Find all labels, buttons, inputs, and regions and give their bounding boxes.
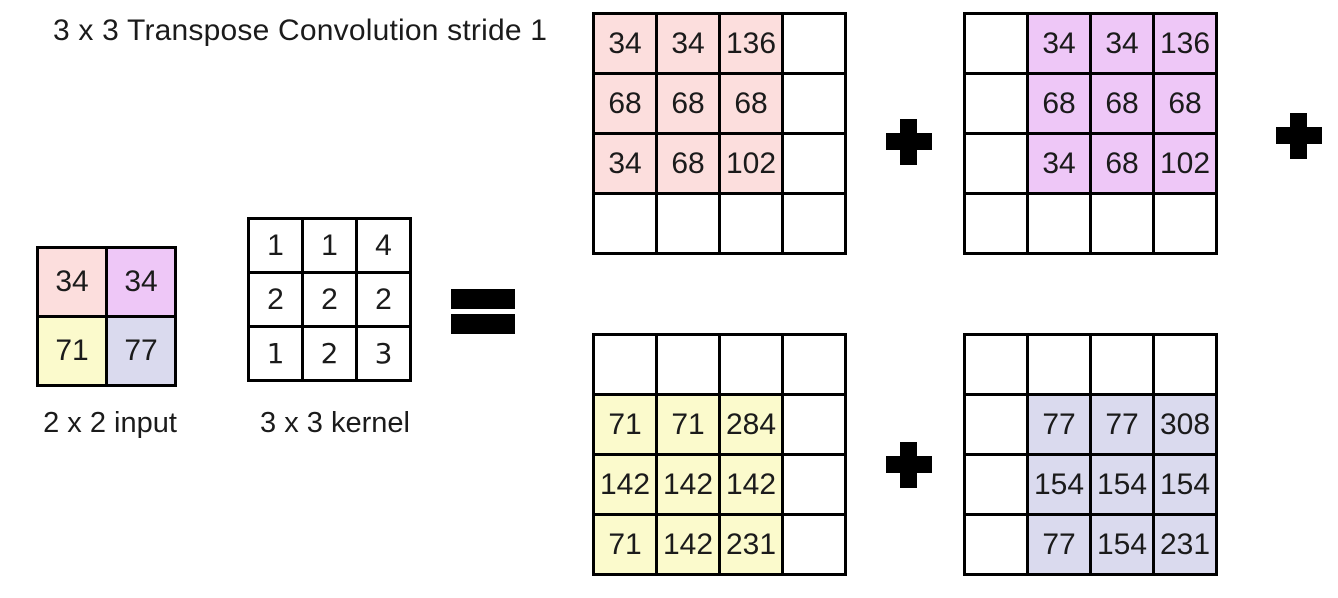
grid-cell: 68 — [1092, 135, 1155, 195]
grid-cell: 34 — [1029, 15, 1092, 75]
plus-icon — [886, 119, 932, 165]
grid-cell: 34 — [39, 249, 108, 318]
grid-cell — [658, 336, 721, 396]
grid-cell: 71 — [595, 396, 658, 456]
plus-icon — [886, 442, 932, 488]
grid-cell: 154 — [1092, 456, 1155, 516]
grid-cell: 68 — [1092, 75, 1155, 135]
equals-bar-top — [451, 289, 515, 309]
grid-cell — [721, 195, 784, 255]
grid-cell: 102 — [1155, 135, 1218, 195]
grid-cell — [966, 336, 1029, 396]
grid-cell: 154 — [1155, 456, 1218, 516]
grid-cell: 142 — [721, 456, 784, 516]
grid-cell: 3 — [358, 328, 412, 382]
grid-cell — [784, 195, 847, 255]
grid-cell — [1092, 195, 1155, 255]
grid-cell: 71 — [658, 396, 721, 456]
grid-cell: 142 — [658, 456, 721, 516]
grid-cell — [966, 15, 1029, 75]
grid-cell — [784, 396, 847, 456]
grid-cell: 308 — [1155, 396, 1218, 456]
grid-cell: 136 — [1155, 15, 1218, 75]
grid-cell — [595, 336, 658, 396]
grid-cell: 68 — [658, 135, 721, 195]
grid-cell: 71 — [39, 318, 108, 387]
grid-cell — [966, 396, 1029, 456]
grid-cell: 142 — [658, 516, 721, 576]
grid-cell: 2 — [358, 274, 412, 328]
grid-cell: 77 — [1029, 516, 1092, 576]
plus-icon — [1276, 113, 1322, 159]
grid-cell: 68 — [1155, 75, 1218, 135]
grid-cell: 1 — [250, 220, 304, 274]
grid-cell: 68 — [658, 75, 721, 135]
grid-cell: 1 — [304, 220, 358, 274]
grid-cell — [595, 195, 658, 255]
grid-cell — [966, 75, 1029, 135]
grid-cell — [966, 135, 1029, 195]
grid-cell: 154 — [1029, 456, 1092, 516]
grid-cell — [721, 336, 784, 396]
grid-cell: 284 — [721, 396, 784, 456]
grid-cell: 231 — [1155, 516, 1218, 576]
grid-cell: 34 — [108, 249, 177, 318]
grid-cell: 4 — [358, 220, 412, 274]
grid-cell: 77 — [108, 318, 177, 387]
grid-cell — [966, 195, 1029, 255]
grid-cell — [1155, 336, 1218, 396]
grid-cell: 71 — [595, 516, 658, 576]
grid-cell: 2 — [304, 274, 358, 328]
grid-cell: 2 — [304, 328, 358, 382]
grid-cell — [784, 75, 847, 135]
grid-cell — [784, 516, 847, 576]
equals-icon — [451, 289, 515, 334]
grid-cell: 68 — [1029, 75, 1092, 135]
grid-cell: 34 — [595, 135, 658, 195]
grid-cell: 102 — [721, 135, 784, 195]
grid-cell: 34 — [658, 15, 721, 75]
grid-cell — [1029, 195, 1092, 255]
grid-cell — [784, 15, 847, 75]
grid-cell — [1155, 195, 1218, 255]
grid-cell: 68 — [721, 75, 784, 135]
grid-cell: 136 — [721, 15, 784, 75]
grid-cell: 231 — [721, 516, 784, 576]
grid-cell — [658, 195, 721, 255]
grid-cell: 77 — [1092, 396, 1155, 456]
grid-cell: 154 — [1092, 516, 1155, 576]
equals-bar-bottom — [451, 314, 515, 334]
grid-cell: 77 — [1029, 396, 1092, 456]
grid-cell: 142 — [595, 456, 658, 516]
grid-cell: 68 — [595, 75, 658, 135]
grid-cell: 2 — [250, 274, 304, 328]
grid-cell — [784, 336, 847, 396]
kernel-label: 3 x 3 kernel — [260, 407, 410, 439]
grid-cell — [784, 135, 847, 195]
grid-cell — [1029, 336, 1092, 396]
input-label: 2 x 2 input — [43, 407, 177, 439]
grid-cell: 34 — [1092, 15, 1155, 75]
grid-cell: 34 — [1029, 135, 1092, 195]
grid-cell: 34 — [595, 15, 658, 75]
diagram-title: 3 x 3 Transpose Convolution stride 1 — [53, 14, 548, 47]
grid-cell — [966, 456, 1029, 516]
grid-cell — [1092, 336, 1155, 396]
grid-cell: 1 — [250, 328, 304, 382]
grid-cell — [784, 456, 847, 516]
grid-cell — [966, 516, 1029, 576]
